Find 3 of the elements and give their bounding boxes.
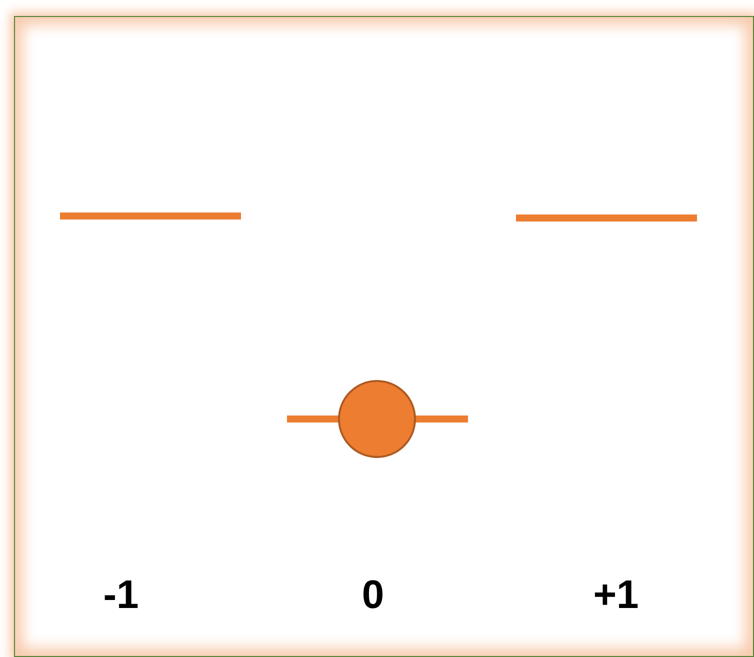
level-label: -1 xyxy=(103,575,139,615)
level-label: +1 xyxy=(593,575,639,615)
level-label: 0 xyxy=(362,575,384,615)
